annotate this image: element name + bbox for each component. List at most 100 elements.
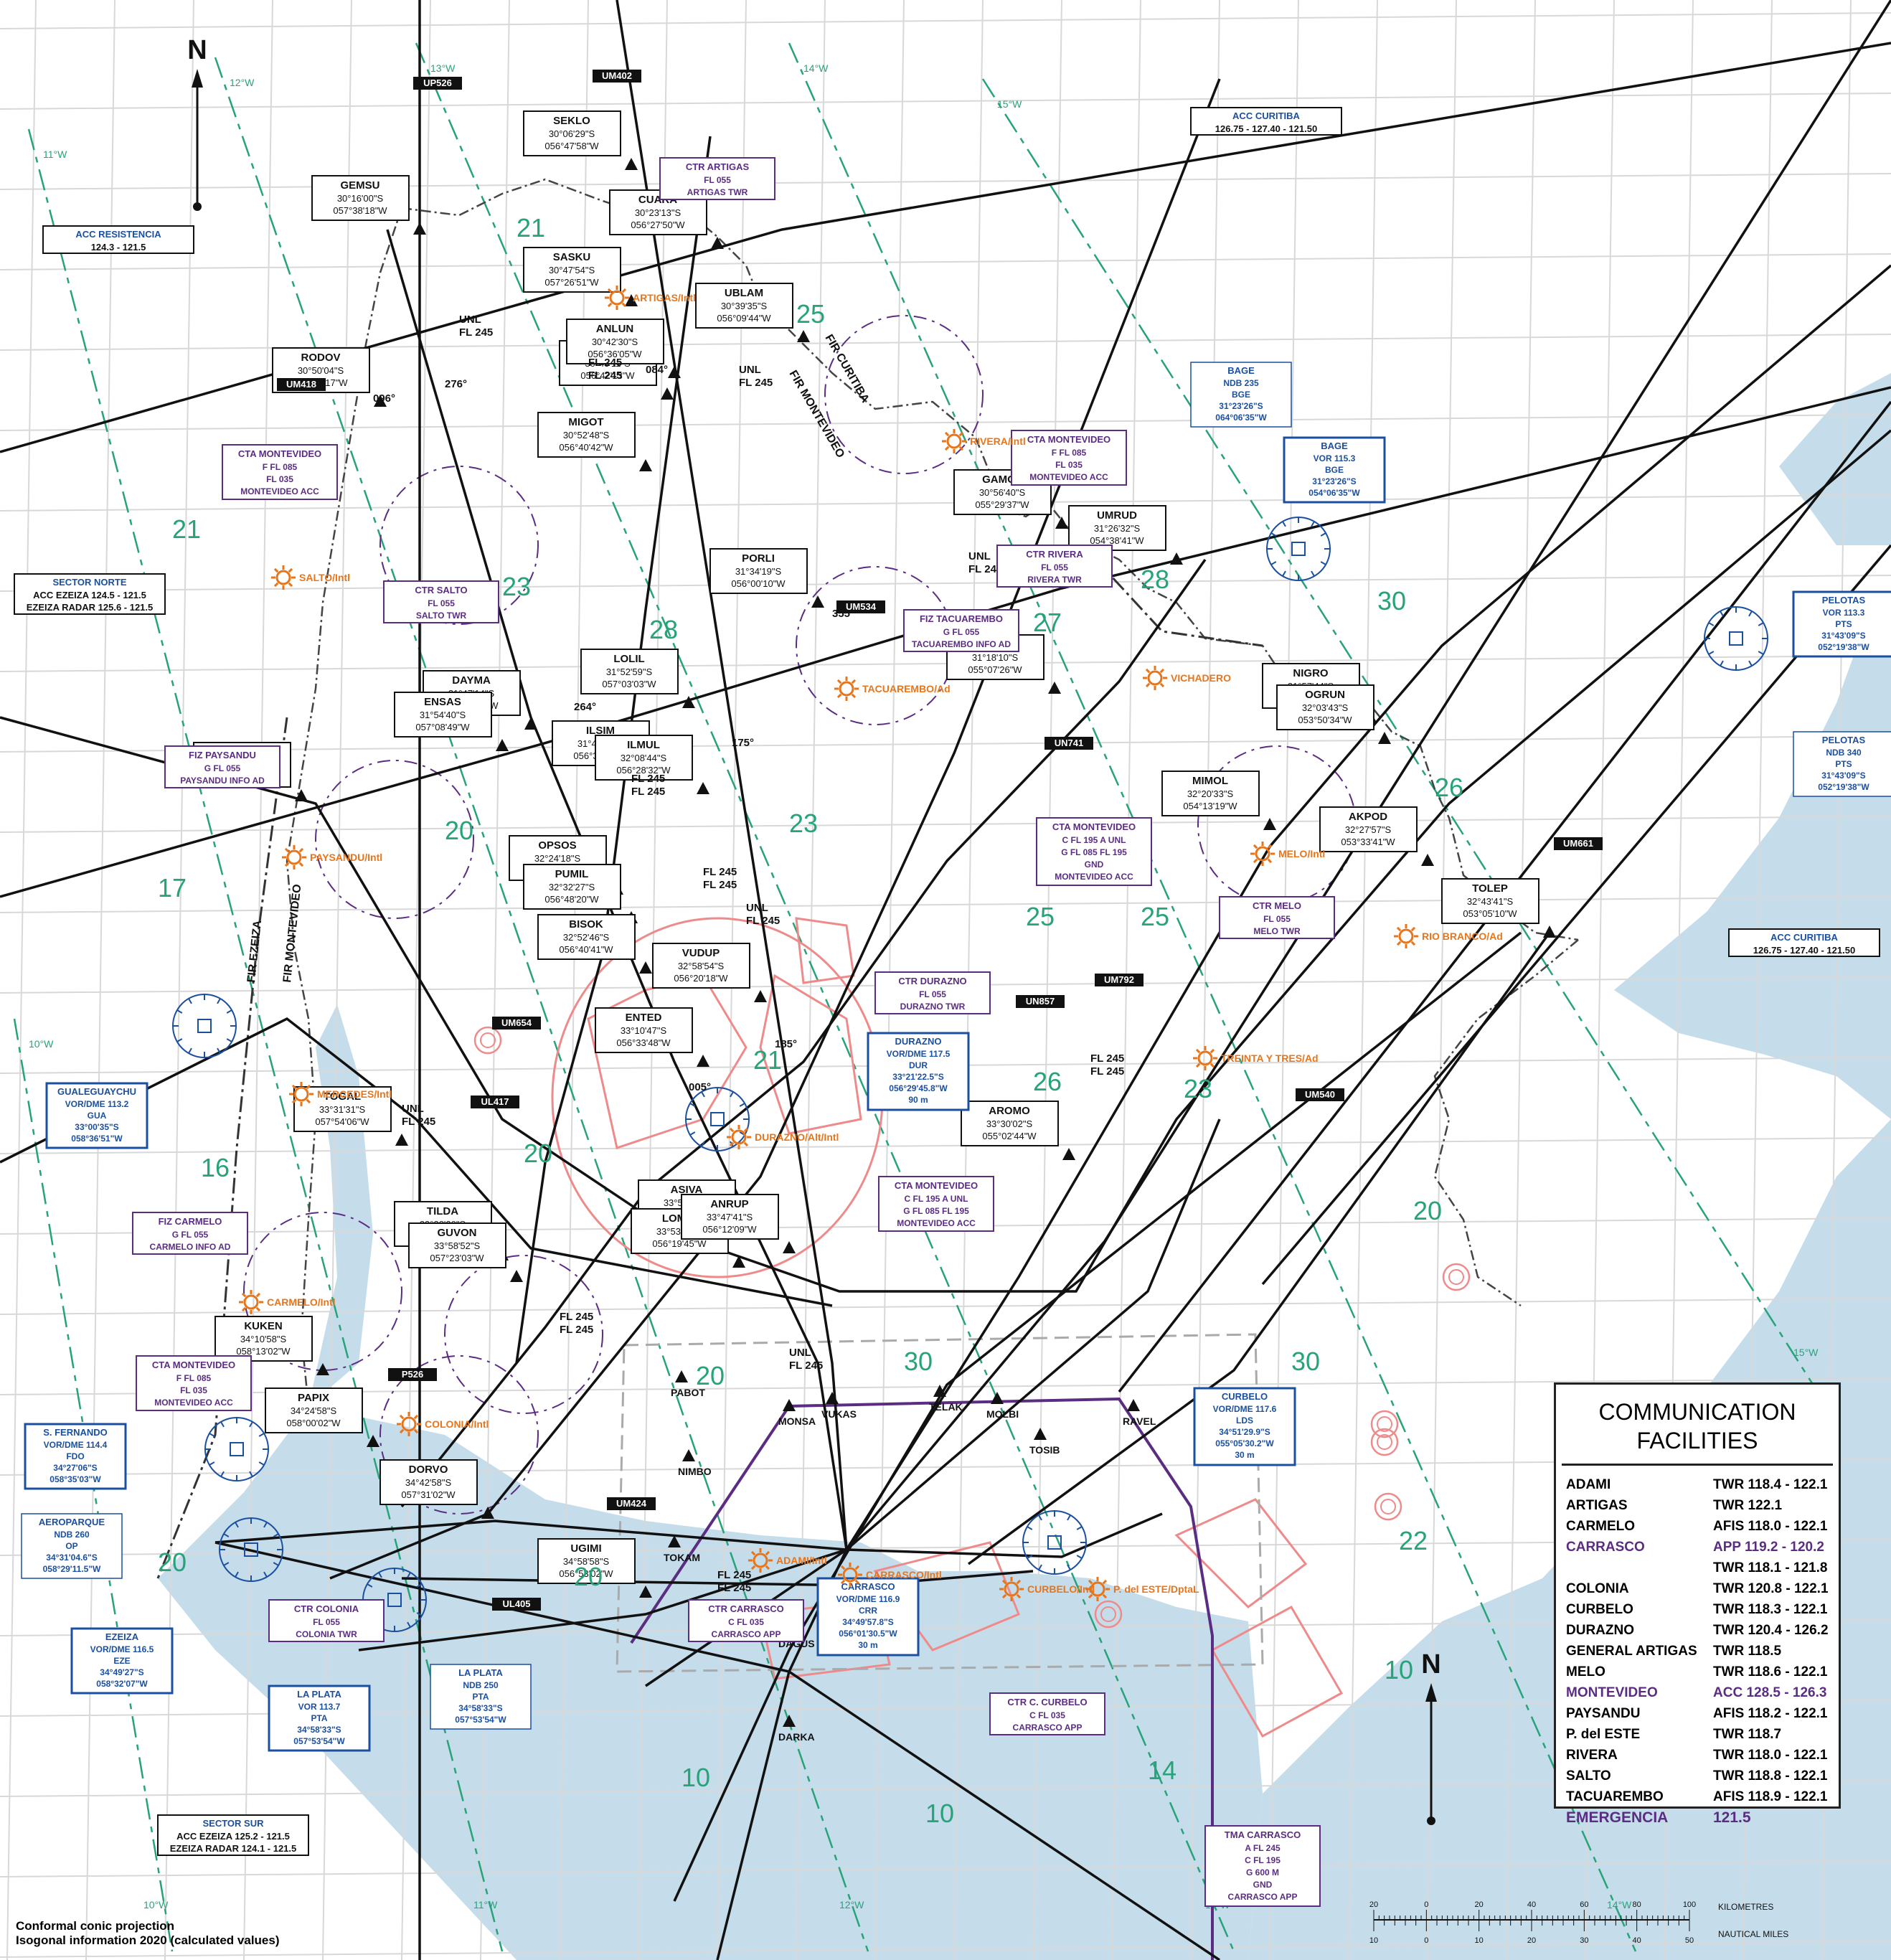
- waypoint-lat: 32°24'18"S: [534, 853, 581, 864]
- airway-name-bg: [1296, 1088, 1344, 1101]
- waypoint-name: KUKEN: [244, 1320, 282, 1332]
- waypoint-lon: 056°28'32"W: [616, 765, 671, 776]
- navaid-box-line: 052°19'38"W: [1818, 642, 1869, 652]
- navaid-box-line: NDB 340: [1826, 748, 1862, 758]
- reporting-point: [1034, 1428, 1047, 1440]
- navaid-box-line: VOR/DME 114.4: [44, 1440, 108, 1450]
- waypoint-triangle: [682, 696, 695, 708]
- ctr-circle: [444, 1255, 603, 1414]
- navaid-box-line: 90 m: [908, 1095, 928, 1105]
- airport-icon: [839, 681, 854, 697]
- airway-name-text: UM424: [616, 1498, 647, 1509]
- reporting-point-label: DARKA: [778, 1731, 815, 1743]
- navaid-box-line: VOR/DME 117.6: [1213, 1404, 1277, 1414]
- waypoint-box: [1068, 505, 1166, 551]
- airspace-box-frame: [1036, 817, 1152, 886]
- vor-rose: [172, 994, 237, 1058]
- airport-label: CARMELO/Intl: [239, 1290, 336, 1314]
- vor-rose-tick: [1038, 1514, 1042, 1521]
- north-arrowhead: [1425, 1683, 1437, 1702]
- waypoint-box: [537, 914, 636, 960]
- control-box-line: 126.75 - 127.40 - 121.50: [1215, 123, 1317, 134]
- airport-name: CARRASCO/Intl: [866, 1569, 942, 1580]
- isogonic-label: 10°W: [29, 1038, 54, 1050]
- sector-number: 22: [1399, 1526, 1428, 1555]
- airport-icon: [275, 570, 291, 585]
- comm-row-name: PAYSANDU: [1566, 1705, 1641, 1721]
- waypoint-box: [311, 175, 410, 221]
- waypoint-lon: 056°00'10"W: [731, 578, 786, 589]
- fir-label: FIR MONTEVIDEO: [787, 369, 847, 461]
- waypoint-triangle: [1062, 1148, 1075, 1160]
- airport-icon: [286, 849, 302, 865]
- airspace-box-title: CTA MONTEVIDEO: [1052, 821, 1136, 832]
- projection-footnote: Conformal conic projection Isogonal info…: [16, 1919, 280, 1948]
- waypoint-name: PORLI: [742, 552, 775, 565]
- route-bearing-label: 355°: [832, 608, 854, 620]
- fir-boundary-west: [156, 717, 288, 1579]
- waypoint-name: AKPOD: [1349, 811, 1387, 823]
- airway-name: UM792: [1095, 974, 1143, 986]
- comm-row-name: ARTIGAS: [1566, 1497, 1628, 1513]
- parallel-line: [0, 12, 1891, 29]
- map-labels: SEKLO30°06'29"S056°47'58"WGEMSU30°16'00"…: [14, 35, 1891, 1907]
- isogonic-line: [788, 42, 1637, 1952]
- waypoint-box: [580, 649, 679, 694]
- navaid-box-frame: [268, 1685, 371, 1752]
- airport-icon-ray: [1410, 941, 1416, 946]
- waypoint-lon: 056°40'41"W: [559, 944, 613, 955]
- airway-name-bg: [1095, 974, 1143, 986]
- navaid-box-line: NDB 260: [54, 1530, 90, 1540]
- navaid-box-line: 057°53'54"W: [455, 1715, 506, 1725]
- waypoint-box: [595, 735, 693, 781]
- restricted-circle: [1377, 1434, 1392, 1450]
- waypoint-lat: 34°24'58"S: [291, 1405, 337, 1416]
- waypoint-name: SASKU: [553, 251, 591, 263]
- airway-name-bg: [1044, 737, 1093, 750]
- airway-name-text: P526: [402, 1369, 423, 1380]
- waypoint-name: UMRUD: [1097, 509, 1137, 522]
- airport-name: CURBELO/Intl: [1027, 1583, 1095, 1595]
- waypoint-lat: 32°03'43"S: [1302, 702, 1349, 713]
- comm-row-name: TACUAREMBO: [1566, 1789, 1664, 1804]
- vor-rose-ring: [1704, 606, 1768, 671]
- scale-km-label: 60: [1580, 1900, 1588, 1909]
- navaid-box-line: 057°53'54"W: [293, 1736, 345, 1746]
- vor-rose-tick: [263, 1571, 268, 1578]
- waypoint-triangle: [1543, 925, 1556, 938]
- scale-nm-label: 50: [1685, 1936, 1694, 1945]
- comm-row-name: CARMELO: [1566, 1518, 1636, 1534]
- airspace-box-line: CARMELO INFO AD: [150, 1242, 231, 1252]
- navaid-box-line: 34°49'57.8"S: [842, 1617, 893, 1627]
- navaid-box-line: 34°58'33"S: [458, 1703, 502, 1713]
- airport-label: PAYSANDU/Intl: [282, 845, 382, 870]
- navaid-box-line: EZE: [113, 1656, 130, 1666]
- navaid-box-line: 31°23'26"S: [1219, 401, 1263, 411]
- waypoint-lat: 30°50'04"S: [298, 365, 344, 376]
- sector-number: 10: [682, 1763, 710, 1792]
- airport-icon-ray: [1088, 1593, 1093, 1599]
- airport-label: DURAZNO/Alt/Intl: [727, 1125, 839, 1149]
- airspace-box-line: FL 035: [266, 474, 293, 484]
- airport-name: CARMELO/Intl: [267, 1296, 336, 1308]
- airway-name-bg: [593, 70, 641, 83]
- vor-rose-tick: [1748, 611, 1753, 617]
- waypoint-lon: 053°50'34"W: [1298, 715, 1352, 725]
- route-limit-label: FL 245: [459, 326, 493, 339]
- lagoon-mirim: [1614, 595, 1891, 1119]
- airport-icon-ray: [958, 431, 964, 437]
- scale-km-label: 40: [1527, 1900, 1536, 1909]
- airport-label: P. del ESTE/DptaL: [1085, 1577, 1199, 1601]
- parallel-line: [0, 173, 1891, 190]
